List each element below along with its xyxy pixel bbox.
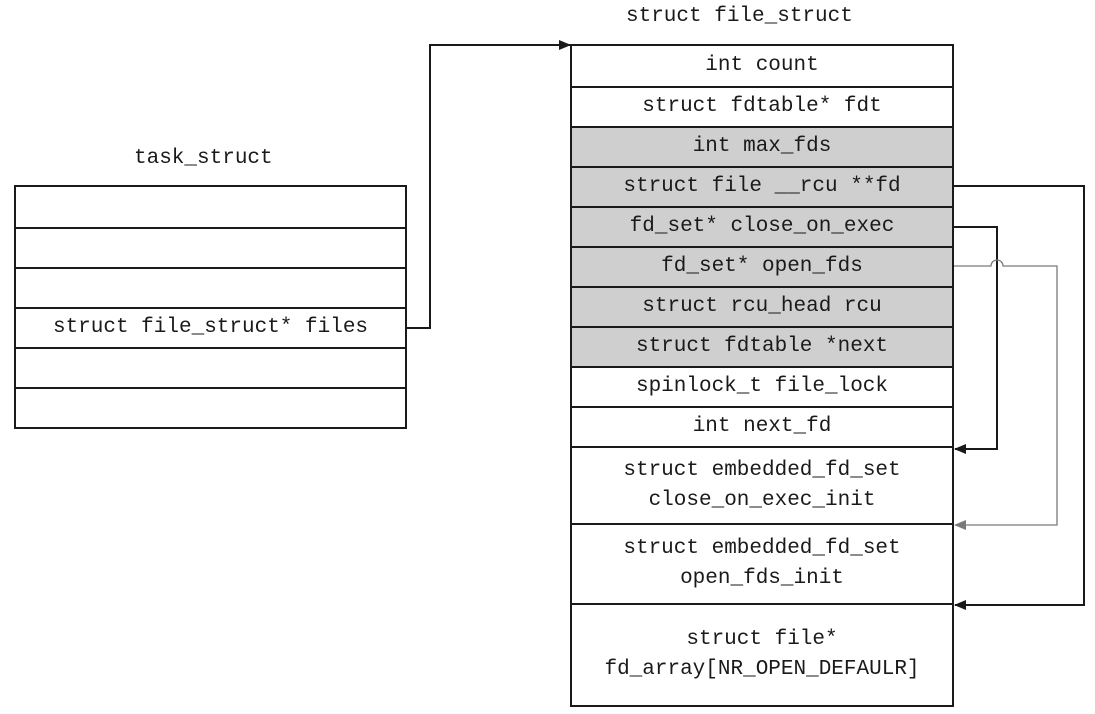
task-struct-field: [16, 387, 405, 427]
field-type-line: struct embedded_fd_set: [623, 537, 901, 560]
file-struct-title: struct file_struct: [626, 5, 853, 28]
task-struct-field: [16, 347, 405, 387]
task-struct-field: [16, 227, 405, 267]
field-name-line: open_fds_init: [680, 567, 844, 590]
fd-pointer-arrow: [954, 185, 1085, 610]
file-struct-field-fd-array: struct file* fd_array[NR_OPEN_DEFAULR]: [572, 603, 952, 705]
fdtable-field-rcu: struct rcu_head rcu: [572, 286, 952, 326]
file-struct-field-count: int count: [572, 46, 952, 86]
field-type-line: struct file*: [686, 628, 838, 651]
task-struct-files-field: struct file_struct* files: [16, 307, 405, 347]
file-struct-field-next-fd: int next_fd: [572, 406, 952, 446]
task-struct-title: task_struct: [134, 147, 273, 170]
fdtable-field-close-on-exec: fd_set* close_on_exec: [572, 206, 952, 246]
fdtable-field-open-fds: fd_set* open_fds: [572, 246, 952, 286]
fdtable-field-max-fds: int max_fds: [572, 126, 952, 166]
close-on-exec-pointer-arrow: [954, 226, 998, 454]
fdtable-field-fd: struct file __rcu **fd: [572, 166, 952, 206]
file-struct-field-fdt: struct fdtable* fdt: [572, 86, 952, 126]
fdtable-field-next: struct fdtable *next: [572, 326, 952, 366]
task-struct-field: [16, 187, 405, 227]
field-name-line: fd_array[NR_OPEN_DEFAULR]: [604, 658, 920, 681]
task-struct-box: struct file_struct* files: [14, 185, 407, 429]
task-struct-field: [16, 267, 405, 307]
file-struct-field-file-lock: spinlock_t file_lock: [572, 366, 952, 406]
field-name-line: close_on_exec_init: [648, 488, 876, 512]
file-struct-field-close-on-exec-init: struct embedded_fd_set close_on_exec_ini…: [572, 446, 952, 523]
file-struct-field-open-fds-init: struct embedded_fd_set open_fds_init: [572, 523, 952, 603]
files-pointer-arrow: [407, 40, 571, 329]
field-type-line: struct embedded_fd_set: [623, 458, 901, 482]
open-fds-pointer-arrow: [954, 259, 1058, 530]
file-struct-box: int count struct fdtable* fdt int max_fd…: [570, 44, 954, 707]
